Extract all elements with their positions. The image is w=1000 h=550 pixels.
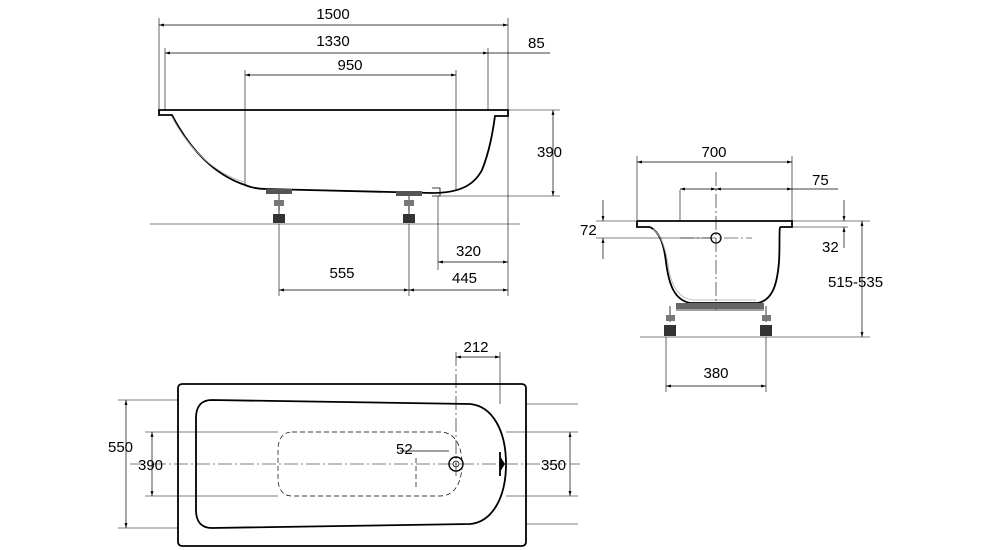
dim-outer-width: 550: [108, 439, 133, 456]
dim-overflow-offset: 75: [812, 172, 829, 189]
dim-rim-offset: 85: [528, 35, 545, 52]
end-view-leg-left: [664, 306, 676, 336]
dim-end-width-plan: 350: [541, 457, 566, 474]
dim-drain-height: 32: [822, 239, 839, 256]
dim-flat-bottom-length: 950: [337, 57, 362, 74]
side-view-tub-outline: [158, 109, 509, 194]
dim-drain-offset: 320: [456, 243, 481, 260]
dim-install-height: 515-535: [828, 274, 883, 291]
end-view: 700 75 72 32 515-535 380: [580, 144, 883, 392]
dim-inner-width: 390: [138, 457, 163, 474]
dim-drain-diameter: 52: [396, 441, 413, 458]
side-view-leg-left: [266, 189, 292, 223]
dim-height: 390: [537, 144, 562, 161]
plan-view: 212 550 390 52 350: [108, 339, 580, 547]
side-view: 1500 1330 85 950 390 320 555 445: [150, 6, 562, 296]
dim-leg-width: 380: [703, 365, 728, 382]
dim-drain-position: 212: [463, 339, 488, 356]
end-view-leg-right: [760, 306, 772, 336]
plan-view-basin: [195, 399, 507, 529]
dim-end-width: 700: [701, 144, 726, 161]
dim-inner-length: 1330: [316, 33, 349, 50]
dim-leg-spacing: 555: [329, 265, 354, 282]
dim-overall-length: 1500: [316, 6, 349, 23]
side-view-leg-right: [396, 191, 422, 223]
dim-rim-thickness: 72: [580, 222, 597, 239]
dim-leg-end-offset: 445: [452, 270, 477, 287]
plan-view-outer-rim: [177, 383, 527, 547]
